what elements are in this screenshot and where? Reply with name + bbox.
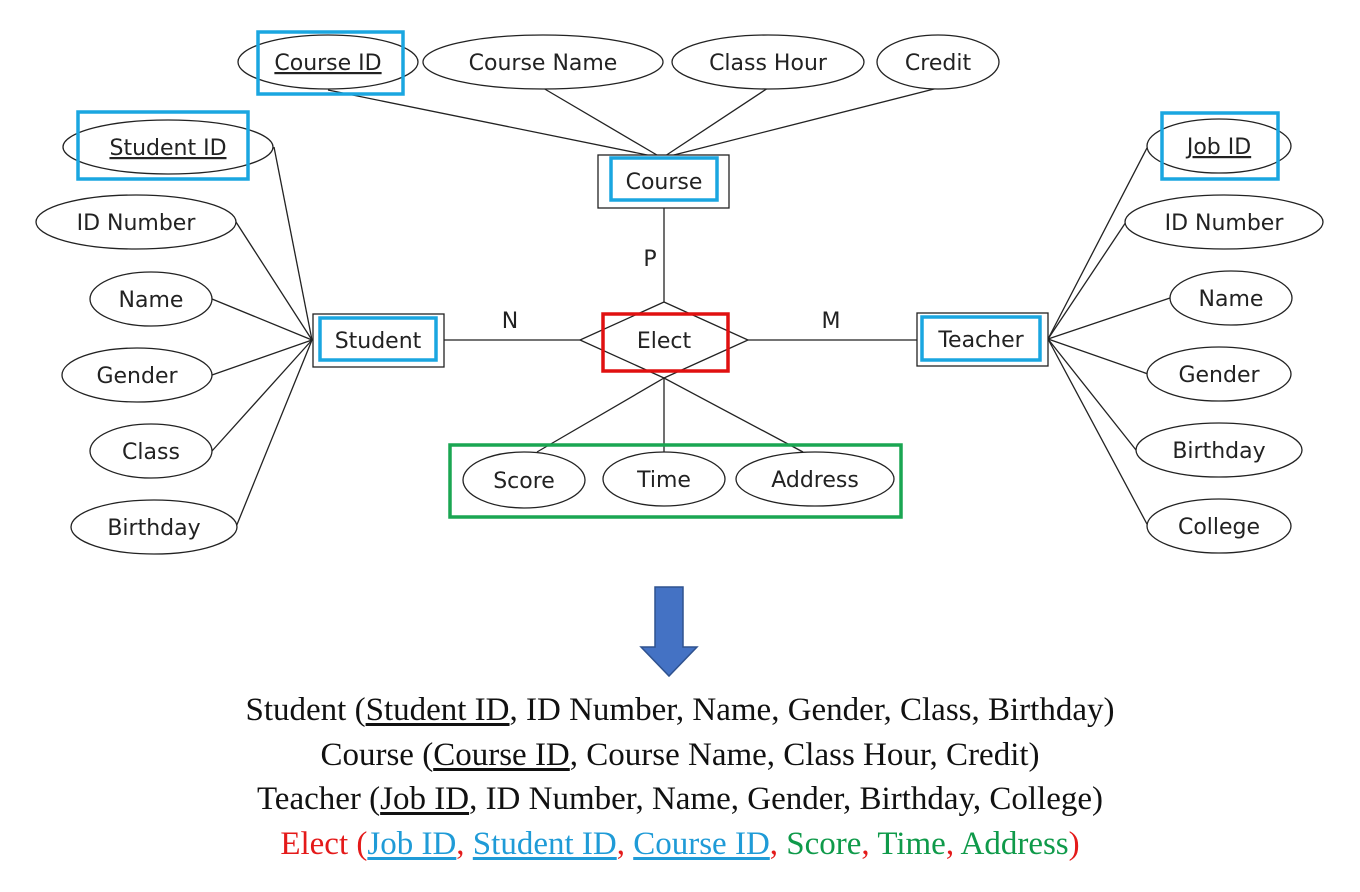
attr-teacher-college [1146,498,1292,554]
entity-student-label: Student [335,329,422,354]
attr-teacher-name [1169,270,1293,326]
entity-course-label: Course [626,170,703,195]
schema-student-name: Student [245,692,347,728]
course-id-key-highlight [256,30,405,96]
schema-elect-attr-address: Address [960,825,1069,862]
attr-teacher-birthday-label: Birthday [1172,439,1265,464]
schema-teacher-attrs: ID Number, Name, Gender, Birthday, Colle… [485,781,1093,817]
attr-teacher-name-label: Name [1199,287,1264,312]
attr-address [735,451,895,507]
attr-course-name-label: Course Name [469,51,618,76]
schema-teacher-key: Job ID [380,781,470,817]
attr-address-label: Address [771,468,859,493]
schema-student-attrs: ID Number, Name, Gender, Class, Birthday [526,692,1104,728]
schema-elect-key-student-id: Student ID [472,825,617,862]
down-arrow-icon [639,586,699,678]
attr-score [462,451,586,509]
schema-elect-name: Elect [280,825,349,862]
attr-student-class [89,423,213,479]
attr-course-name [422,34,664,90]
elect-relation-highlight [601,312,730,373]
elect-attributes-highlight [448,443,903,519]
attr-student-birthday [70,499,238,555]
attr-credit [876,34,1000,90]
schema-elect-attr-score: Score [786,825,862,862]
course-entity-highlight [609,156,719,202]
attr-student-id-number [35,194,237,250]
student-id-key-highlight [76,110,250,181]
attr-class-hour [671,34,865,90]
attr-student-name-label: Name [119,288,184,313]
relationship-elect-label: Elect [637,329,692,354]
schema-course: Course (Course ID, Course Name, Class Ho… [320,736,1040,773]
schema-teacher-name: Teacher [256,781,361,817]
schema-student-key: Student ID [365,692,510,728]
attr-teacher-id-number-label: ID Number [1165,211,1285,236]
attr-teacher-gender [1146,346,1292,402]
schema-teacher: Teacher (Job ID, ID Number, Name, Gender… [256,781,1104,817]
teacher-attributes: Job ID ID Number Name Gender Birthday Co… [1124,118,1324,554]
attr-score-label: Score [493,469,555,494]
attr-student-gender [61,347,213,403]
attr-student-class-label: Class [122,440,180,465]
attr-student-id-number-label: ID Number [77,211,197,236]
relational-schema: Student (Student ID, ID Number, Name, Ge… [0,688,1360,866]
relationship-elect: Elect [578,301,750,379]
elect-attributes: Score Time Address [462,451,895,509]
attr-job-id [1146,118,1292,174]
schema-elect-key-job-id: Job ID [367,825,457,862]
entity-student: Student [312,313,445,368]
job-id-key-highlight [1160,111,1280,181]
entity-teacher: Teacher [916,312,1049,367]
attr-student-id-label: Student ID [109,136,226,161]
cardinality-p: P [643,247,656,272]
schema-course-name: Course [320,736,414,773]
attr-time [602,451,726,507]
entity-course: Course [597,154,730,209]
cardinality-n: N [502,309,518,334]
attr-teacher-gender-label: Gender [1178,363,1260,388]
entity-teacher-label: Teacher [937,328,1024,353]
teacher-entity-highlight [920,315,1042,362]
attr-student-gender-label: Gender [96,364,178,389]
attr-course-id [237,34,419,90]
attr-credit-label: Credit [905,51,972,76]
attr-student-id [62,119,274,175]
cardinality-m: M [822,309,841,334]
schema-elect-key-course-id: Course ID [633,825,770,862]
schema-course-key: Course ID [433,736,570,773]
attr-class-hour-label: Class Hour [709,51,828,76]
attr-teacher-college-label: College [1178,515,1260,540]
attr-student-name [89,271,213,327]
attr-student-birthday-label: Birthday [107,516,200,541]
attr-teacher-id-number [1124,194,1324,250]
schema-elect-attr-time: Time [877,825,946,862]
student-attributes: Student ID ID Number Name Gender Class B… [35,119,274,555]
connector-lines [211,87,1171,528]
schema-elect: Elect (Job ID, Student ID, Course ID, Sc… [280,825,1080,862]
attr-time-label: Time [636,468,691,493]
schema-student: Student (Student ID, ID Number, Name, Ge… [245,692,1115,728]
attr-teacher-birthday [1135,422,1303,478]
course-attributes: Course ID Course Name Class Hour Credit [237,34,1000,90]
student-entity-highlight [318,316,438,362]
attr-course-id-label: Course ID [274,51,381,76]
attr-job-id-label: Job ID [1185,135,1251,160]
schema-course-attrs: Course Name, Class Hour, Credit [586,736,1029,773]
